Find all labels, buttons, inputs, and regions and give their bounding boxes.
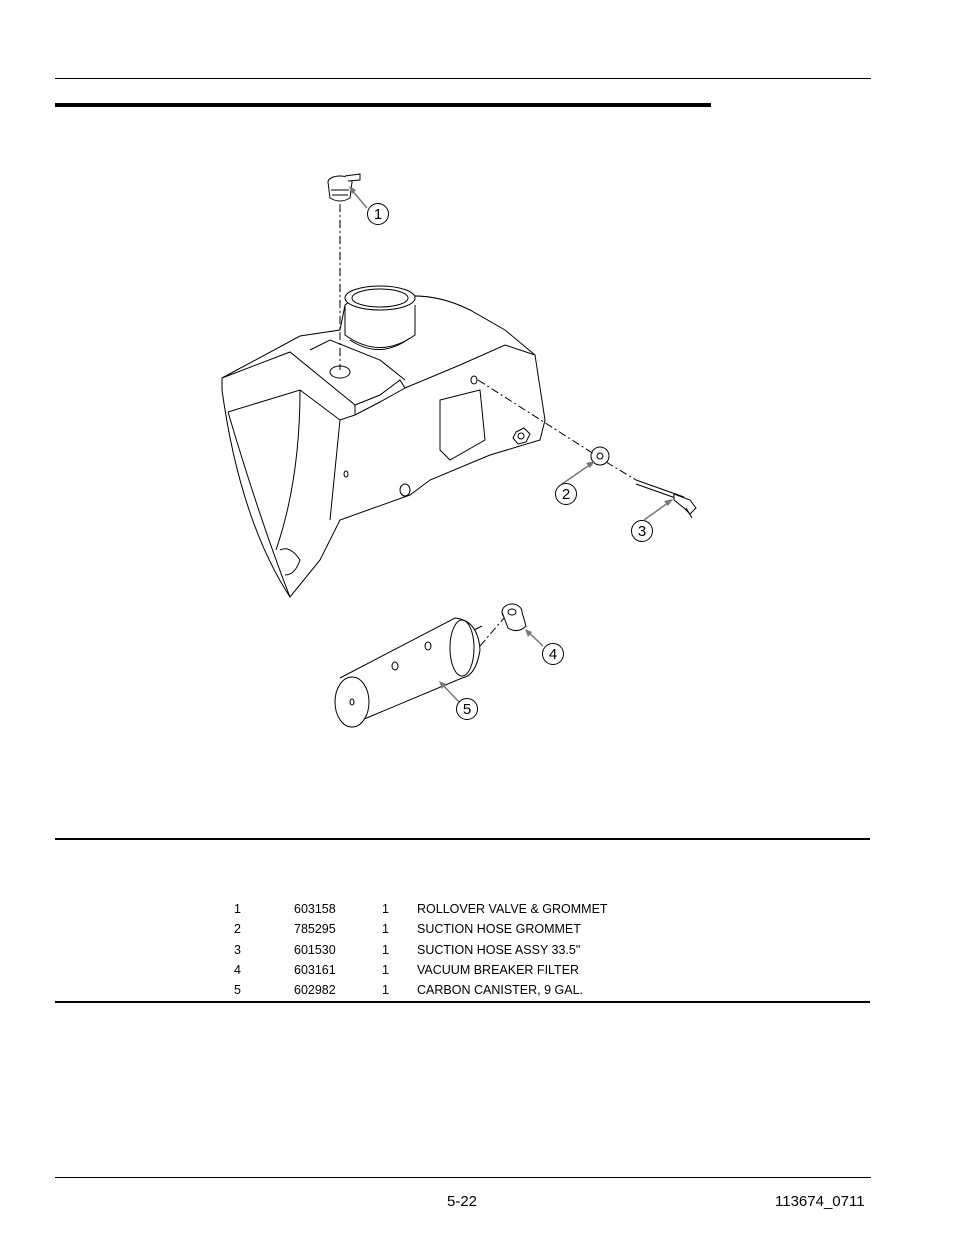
header-rule-thin (55, 78, 871, 79)
callout-circle (555, 483, 577, 505)
description: CARBON CANISTER, 9 GAL. (417, 983, 584, 997)
rollover-valve (327, 173, 361, 202)
part-number: 603158 (294, 902, 336, 916)
quantity: 1 (382, 983, 389, 997)
description: SUCTION HOSE ASSY 33.5" (417, 943, 581, 957)
callout-label: 1 (374, 206, 382, 223)
description: ROLLOVER VALVE & GROMMET (417, 902, 608, 916)
callout-label: 3 (638, 523, 646, 540)
callout-label: 4 (549, 646, 557, 663)
quantity: 1 (382, 963, 389, 977)
item-number: 1 (234, 902, 241, 916)
quantity: 1 (382, 922, 389, 936)
item-number: 4 (234, 963, 241, 977)
callout-circle (542, 643, 564, 665)
document-number: 113674_0711 (775, 1193, 865, 1210)
callout-circle (367, 203, 389, 225)
exploded-parts-diagram: 1 2 3 4 5 (221, 173, 697, 728)
callout-circle (631, 520, 653, 542)
page-number: 5-22 (447, 1193, 478, 1210)
table-bottom-rule (55, 1001, 870, 1003)
quantity: 1 (382, 943, 389, 957)
header-rule-thick (55, 103, 711, 107)
item-number: 5 (234, 983, 241, 997)
callout-circle (456, 698, 478, 720)
assembly-lines (339, 204, 637, 647)
callout-label: 2 (562, 486, 570, 503)
part-number: 603161 (294, 963, 336, 977)
vacuum-breaker-filter (501, 603, 527, 632)
part-number: 602982 (294, 983, 336, 997)
carbon-canister (334, 617, 483, 728)
description: VACUUM BREAKER FILTER (417, 963, 580, 977)
quantity: 1 (382, 902, 389, 916)
part-number: 785295 (294, 922, 336, 936)
item-number: 3 (234, 943, 241, 957)
description: SUCTION HOSE GROMMET (417, 922, 581, 936)
item-number: 2 (234, 922, 241, 936)
part-number: 601530 (294, 943, 336, 957)
footer-rule (55, 1177, 871, 1178)
table-top-rule (55, 838, 870, 840)
callout-label: 5 (463, 701, 471, 718)
suction-hose (635, 479, 697, 519)
fuel-tank (221, 285, 546, 598)
suction-hose-grommet (590, 446, 610, 466)
